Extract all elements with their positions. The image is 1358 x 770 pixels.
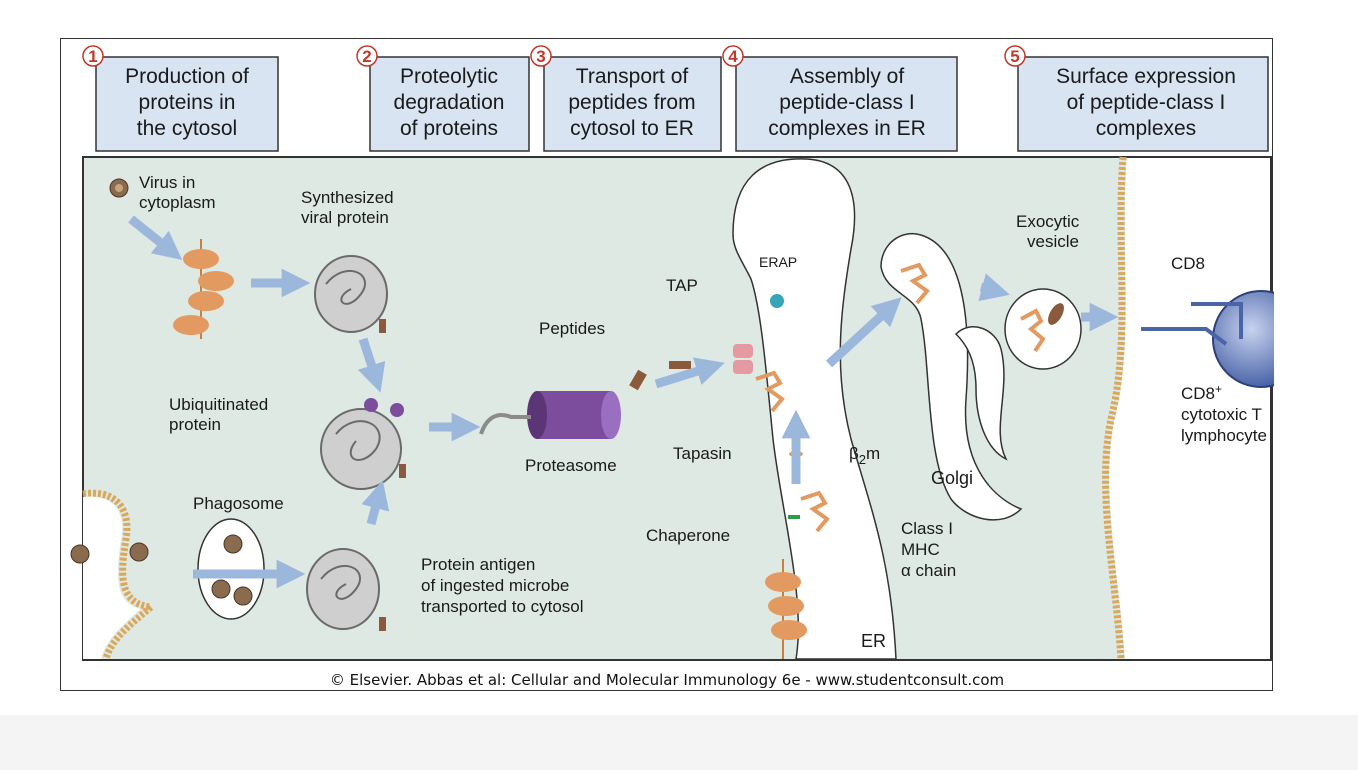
ubiquitinated-protein — [320, 398, 406, 490]
step-5-line-2: of peptide-class I — [1067, 91, 1226, 114]
cd8-cell-label-3: lymphocyte — [1181, 426, 1267, 445]
step-1-line-1: Production of — [125, 65, 249, 88]
step-3-line-1: Transport of — [576, 65, 689, 88]
proteasome — [479, 391, 621, 439]
step-2-header: 2 Proteolytic degradation of proteins — [356, 45, 530, 152]
vesicle-peptide — [1048, 303, 1064, 325]
er-label: ER — [861, 631, 886, 651]
mhc-label-1: Class I — [901, 519, 953, 538]
extracellular-space — [1109, 158, 1270, 659]
antigen-label-1: Protein antigen — [421, 555, 535, 574]
cd8-cell-label-2: cytotoxic T — [1181, 405, 1262, 424]
extracellular-left — [83, 496, 141, 659]
tapasin-label: Tapasin — [673, 444, 732, 463]
step-3-header: 3 Transport of peptides from cytosol to … — [530, 45, 722, 152]
plasma-membrane — [1102, 156, 1127, 660]
chaperone-icon — [788, 515, 800, 519]
b2m-label: β2m — [849, 444, 880, 467]
step-3-line-3: cytosol to ER — [570, 117, 694, 140]
cd8-cell-label-1: CD8+ — [1181, 382, 1222, 403]
step-5-line-3: complexes — [1096, 117, 1196, 140]
mhc-label-3: α chain — [901, 561, 956, 580]
synthesized-label-1: Synthesized — [301, 188, 394, 207]
chaperone-label: Chaperone — [646, 526, 730, 545]
mhc-golgi-complex — [900, 262, 930, 305]
cd8-t-cell — [1141, 290, 1274, 388]
step-1-line-2: proteins in — [139, 91, 236, 114]
phagosome-label: Phagosome — [193, 494, 284, 513]
step-5-header: 5 Surface expression of peptide-class I … — [1004, 45, 1269, 152]
antigen-label-2: of ingested microbe — [421, 576, 569, 595]
step-2-line-1: Proteolytic — [400, 65, 498, 88]
peptides — [629, 361, 691, 391]
endoplasmic-reticulum — [732, 158, 897, 660]
antigen-label-3: transported to cytosol — [421, 597, 584, 616]
proteasome-label: Proteasome — [525, 456, 617, 475]
phagocytic-membrane — [82, 489, 160, 661]
ingested-protein — [306, 548, 386, 631]
ribosome-cluster — [173, 239, 234, 339]
mhc-peptide-complex-er — [755, 370, 785, 413]
golgi-label: Golgi — [931, 468, 973, 488]
antigen-presentation-diagram: 1 Production of proteins in the cytosol … — [70, 45, 1274, 689]
flow-arrows — [128, 215, 1119, 589]
step-2-line-3: of proteins — [400, 117, 498, 140]
synthesized-label-2: viral protein — [301, 208, 389, 227]
erap-icon — [770, 294, 784, 308]
step-4-number: 4 — [728, 47, 738, 66]
step-1-number: 1 — [88, 47, 97, 66]
phagosome — [197, 518, 265, 620]
figure-frame: 1 Production of proteins in the cytosol … — [60, 38, 1274, 691]
golgi-cisterna — [954, 326, 1008, 461]
exocytic-label-1: Exocytic — [1016, 212, 1080, 231]
credit-text: © Elsevier. Abbas et al: Cellular and Mo… — [330, 671, 1004, 689]
exocytic-vesicle — [1004, 288, 1082, 370]
ubiquitinated-label-1: Ubiquitinated — [169, 395, 268, 414]
virus-label-2: cytoplasm — [139, 193, 216, 212]
step-5-line-1: Surface expression — [1056, 65, 1236, 88]
mhc-label-2: MHC — [901, 540, 940, 559]
step-4-line-2: peptide-class I — [779, 91, 914, 114]
tap-transporter — [733, 344, 753, 374]
erap-label: ERAP — [759, 254, 797, 270]
exocytic-label-2: vesicle — [1027, 232, 1079, 251]
mhc-alpha-chain — [800, 490, 830, 533]
step-4-line-1: Assembly of — [790, 65, 905, 88]
step-5-number: 5 — [1010, 47, 1019, 66]
tap-label: TAP — [666, 276, 698, 295]
cd8-label: CD8 — [1171, 254, 1205, 273]
ubiquitinated-label-2: protein — [169, 415, 221, 434]
step-3-line-2: peptides from — [568, 91, 695, 114]
er-ribosomes — [765, 559, 807, 659]
ingested-virus-icon — [70, 534, 253, 606]
step-4-line-3: complexes in ER — [768, 117, 926, 140]
step-3-number: 3 — [536, 47, 545, 66]
vesicle-mhc-complex — [1020, 308, 1046, 353]
step-1-header: 1 Production of proteins in the cytosol — [82, 45, 279, 152]
page-footer-band — [0, 715, 1358, 770]
synthesized-protein — [314, 255, 388, 333]
step-4-header: 4 Assembly of peptide-class I complexes … — [722, 45, 958, 152]
step-2-line-2: degradation — [394, 91, 505, 114]
virus-label-1: Virus in — [139, 173, 195, 192]
step-1-line-3: the cytosol — [137, 117, 237, 140]
peptides-label: Peptides — [539, 319, 605, 338]
step-2-number: 2 — [362, 47, 371, 66]
golgi — [880, 233, 1023, 521]
virus-icon — [109, 178, 129, 198]
